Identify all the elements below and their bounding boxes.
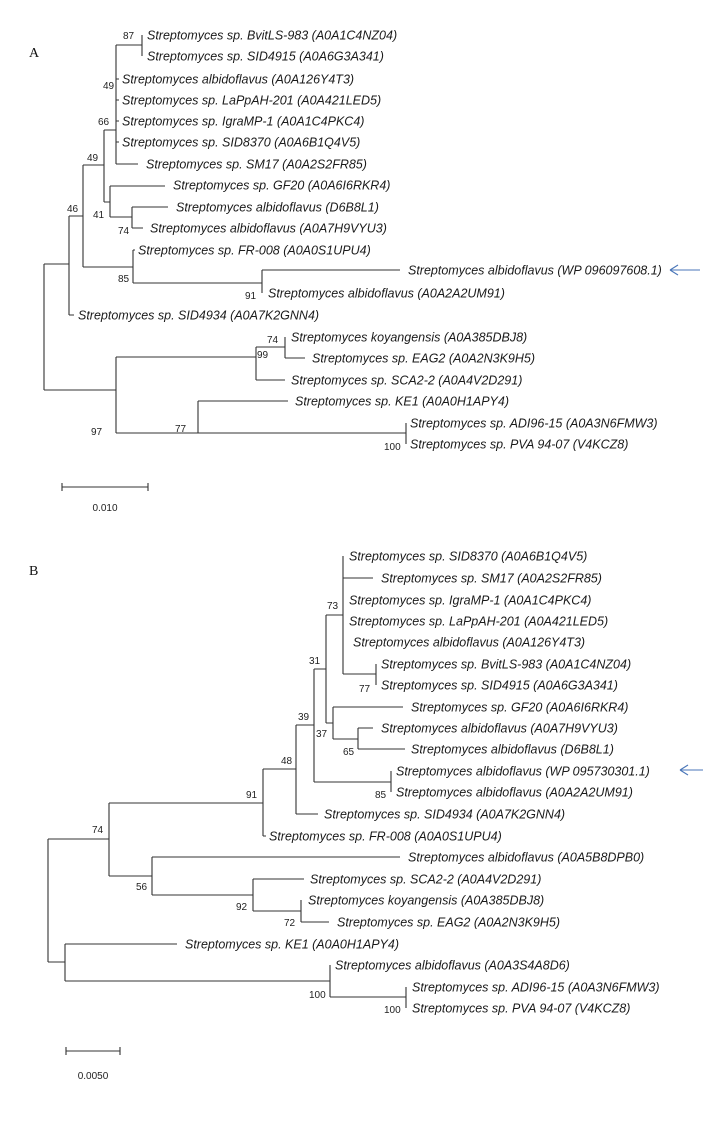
taxon-label: Streptomyces sp. BvitLS-983 (A0A1C4NZ04) <box>147 29 397 43</box>
taxon-label: Streptomyces sp. SID4915 (A0A6G3A341) <box>147 50 384 64</box>
taxon-label: Streptomyces sp. SID8370 (A0A6B1Q4V5) <box>349 550 587 564</box>
bootstrap-value: 49 <box>87 153 99 164</box>
bootstrap-value: 46 <box>67 204 79 215</box>
taxon-label: Streptomyces albidoflavus (WP 096097608.… <box>408 264 662 278</box>
bootstrap-value: 74 <box>118 226 130 237</box>
bootstrap-value: 31 <box>309 656 321 667</box>
taxon-label: Streptomyces albidoflavus (A0A7H9VYU3) <box>150 222 387 236</box>
bootstrap-value: 73 <box>327 601 339 612</box>
bootstrap-value: 99 <box>257 350 269 361</box>
bootstrap-value: 49 <box>103 81 115 92</box>
taxon-label: Streptomyces sp. EAG2 (A0A2N3K9H5) <box>312 352 535 366</box>
bootstrap-value: 100 <box>309 990 326 1001</box>
taxon-label: Streptomyces sp. GF20 (A0A6I6RKR4) <box>173 179 390 193</box>
taxon-label: Streptomyces sp. PVA 94-07 (V4KCZ8) <box>410 438 628 452</box>
bootstrap-value: 91 <box>245 291 257 302</box>
taxon-label: Streptomyces sp. BvitLS-983 (A0A1C4NZ04) <box>381 658 631 672</box>
tree-branches-a <box>43 35 407 444</box>
bootstrap-value: 100 <box>384 1005 401 1016</box>
scale-bar-label: 0.0050 <box>78 1071 109 1082</box>
taxon-label: Streptomyces koyangensis (A0A385DBJ8) <box>308 894 544 908</box>
bootstrap-value: 87 <box>123 31 135 42</box>
taxon-label: Streptomyces sp. SCA2-2 (A0A4V2D291) <box>310 873 541 887</box>
taxon-label: Streptomyces sp. SM17 (A0A2S2FR85) <box>381 572 602 586</box>
tree-panel-b: B Streptomyces sp. SID8370 (A0A6B1Q4V5) S… <box>29 550 703 1082</box>
taxon-label: Streptomyces sp. SID4934 (A0A7K2GNN4) <box>78 309 319 323</box>
taxon-label: Streptomyces sp. ADI96-15 (A0A3N6FMW3) <box>410 417 658 431</box>
taxon-label: Streptomyces sp. FR-008 (A0A0S1UPU4) <box>138 244 371 258</box>
taxon-label: Streptomyces sp. ADI96-15 (A0A3N6FMW3) <box>412 981 660 995</box>
bootstrap-value: 48 <box>281 756 293 767</box>
taxon-label: Streptomyces sp. KE1 (A0A0H1APY4) <box>185 938 399 952</box>
bootstrap-value: 41 <box>93 210 105 221</box>
taxon-label: Streptomyces albidoflavus (A0A126Y4T3) <box>122 73 354 87</box>
taxon-label: Streptomyces albidoflavus (A0A2A2UM91) <box>268 287 505 301</box>
taxon-label: Streptomyces sp. SID4915 (A0A6G3A341) <box>381 679 618 693</box>
taxon-label: Streptomyces sp. IgraMP-1 (A0A1C4PKC4) <box>122 115 364 129</box>
bootstrap-value: 39 <box>298 712 310 723</box>
taxon-label: Streptomyces sp. SID4934 (A0A7K2GNN4) <box>324 808 565 822</box>
taxon-label: Streptomyces sp. SM17 (A0A2S2FR85) <box>146 158 367 172</box>
taxon-label: Streptomyces albidoflavus (D6B8L1) <box>411 743 614 757</box>
taxon-label: Streptomyces albidoflavus (A0A5B8DPB0) <box>408 851 644 865</box>
taxon-label: Streptomyces albidoflavus (WP 095730301.… <box>396 765 650 779</box>
taxon-label: Streptomyces sp. FR-008 (A0A0S1UPU4) <box>269 830 502 844</box>
taxon-label: Streptomyces sp. PVA 94-07 (V4KCZ8) <box>412 1002 630 1016</box>
bootstrap-value: 56 <box>136 882 148 893</box>
taxon-label: Streptomyces albidoflavus (D6B8L1) <box>176 201 379 215</box>
bootstrap-value: 77 <box>359 684 371 695</box>
bootstrap-value: 92 <box>236 902 248 913</box>
taxon-label: Streptomyces albidoflavus (A0A126Y4T3) <box>353 636 585 650</box>
bootstrap-value: 74 <box>267 335 279 346</box>
taxon-label: Streptomyces sp. LaPpAH-201 (A0A421LED5) <box>122 94 381 108</box>
taxon-label: Streptomyces albidoflavus (A0A7H9VYU3) <box>381 722 618 736</box>
panel-label-a: A <box>29 46 40 61</box>
scale-bar-label: 0.010 <box>92 503 117 514</box>
left-arrow-icon <box>679 764 703 776</box>
bootstrap-value: 65 <box>343 747 355 758</box>
scale-bar <box>61 483 149 491</box>
tree-branches-b <box>47 556 407 1008</box>
left-arrow-icon <box>669 264 700 276</box>
taxon-label: Streptomyces sp. KE1 (A0A0H1APY4) <box>295 395 509 409</box>
bootstrap-value: 85 <box>118 274 130 285</box>
bootstrap-value: 77 <box>175 424 187 435</box>
bootstrap-value: 100 <box>384 442 401 453</box>
bootstrap-value: 66 <box>98 117 110 128</box>
taxon-label: Streptomyces sp. SCA2-2 (A0A4V2D291) <box>291 374 522 388</box>
taxon-label: Streptomyces sp. SID8370 (A0A6B1Q4V5) <box>122 136 360 150</box>
taxon-label: Streptomyces koyangensis (A0A385DBJ8) <box>291 331 527 345</box>
tree-panel-a: A Streptomyces sp. BvitLS-983 (A0A1C4NZ0… <box>29 29 700 514</box>
taxon-label: Streptomyces albidoflavus (A0A2A2UM91) <box>396 786 633 800</box>
taxon-label: Streptomyces sp. IgraMP-1 (A0A1C4PKC4) <box>349 594 591 608</box>
bootstrap-value: 72 <box>284 918 296 929</box>
bootstrap-value: 37 <box>316 729 328 740</box>
panel-label-b: B <box>29 564 38 579</box>
taxon-label: Streptomyces albidoflavus (A0A3S4A8D6) <box>335 959 570 973</box>
scale-bar <box>65 1047 121 1055</box>
taxon-label: Streptomyces sp. GF20 (A0A6I6RKR4) <box>411 701 628 715</box>
bootstrap-value: 74 <box>92 825 104 836</box>
taxon-label: Streptomyces sp. LaPpAH-201 (A0A421LED5) <box>349 615 608 629</box>
bootstrap-value: 91 <box>246 790 258 801</box>
taxon-label: Streptomyces sp. EAG2 (A0A2N3K9H5) <box>337 916 560 930</box>
bootstrap-value: 97 <box>91 427 103 438</box>
bootstrap-value: 85 <box>375 790 387 801</box>
